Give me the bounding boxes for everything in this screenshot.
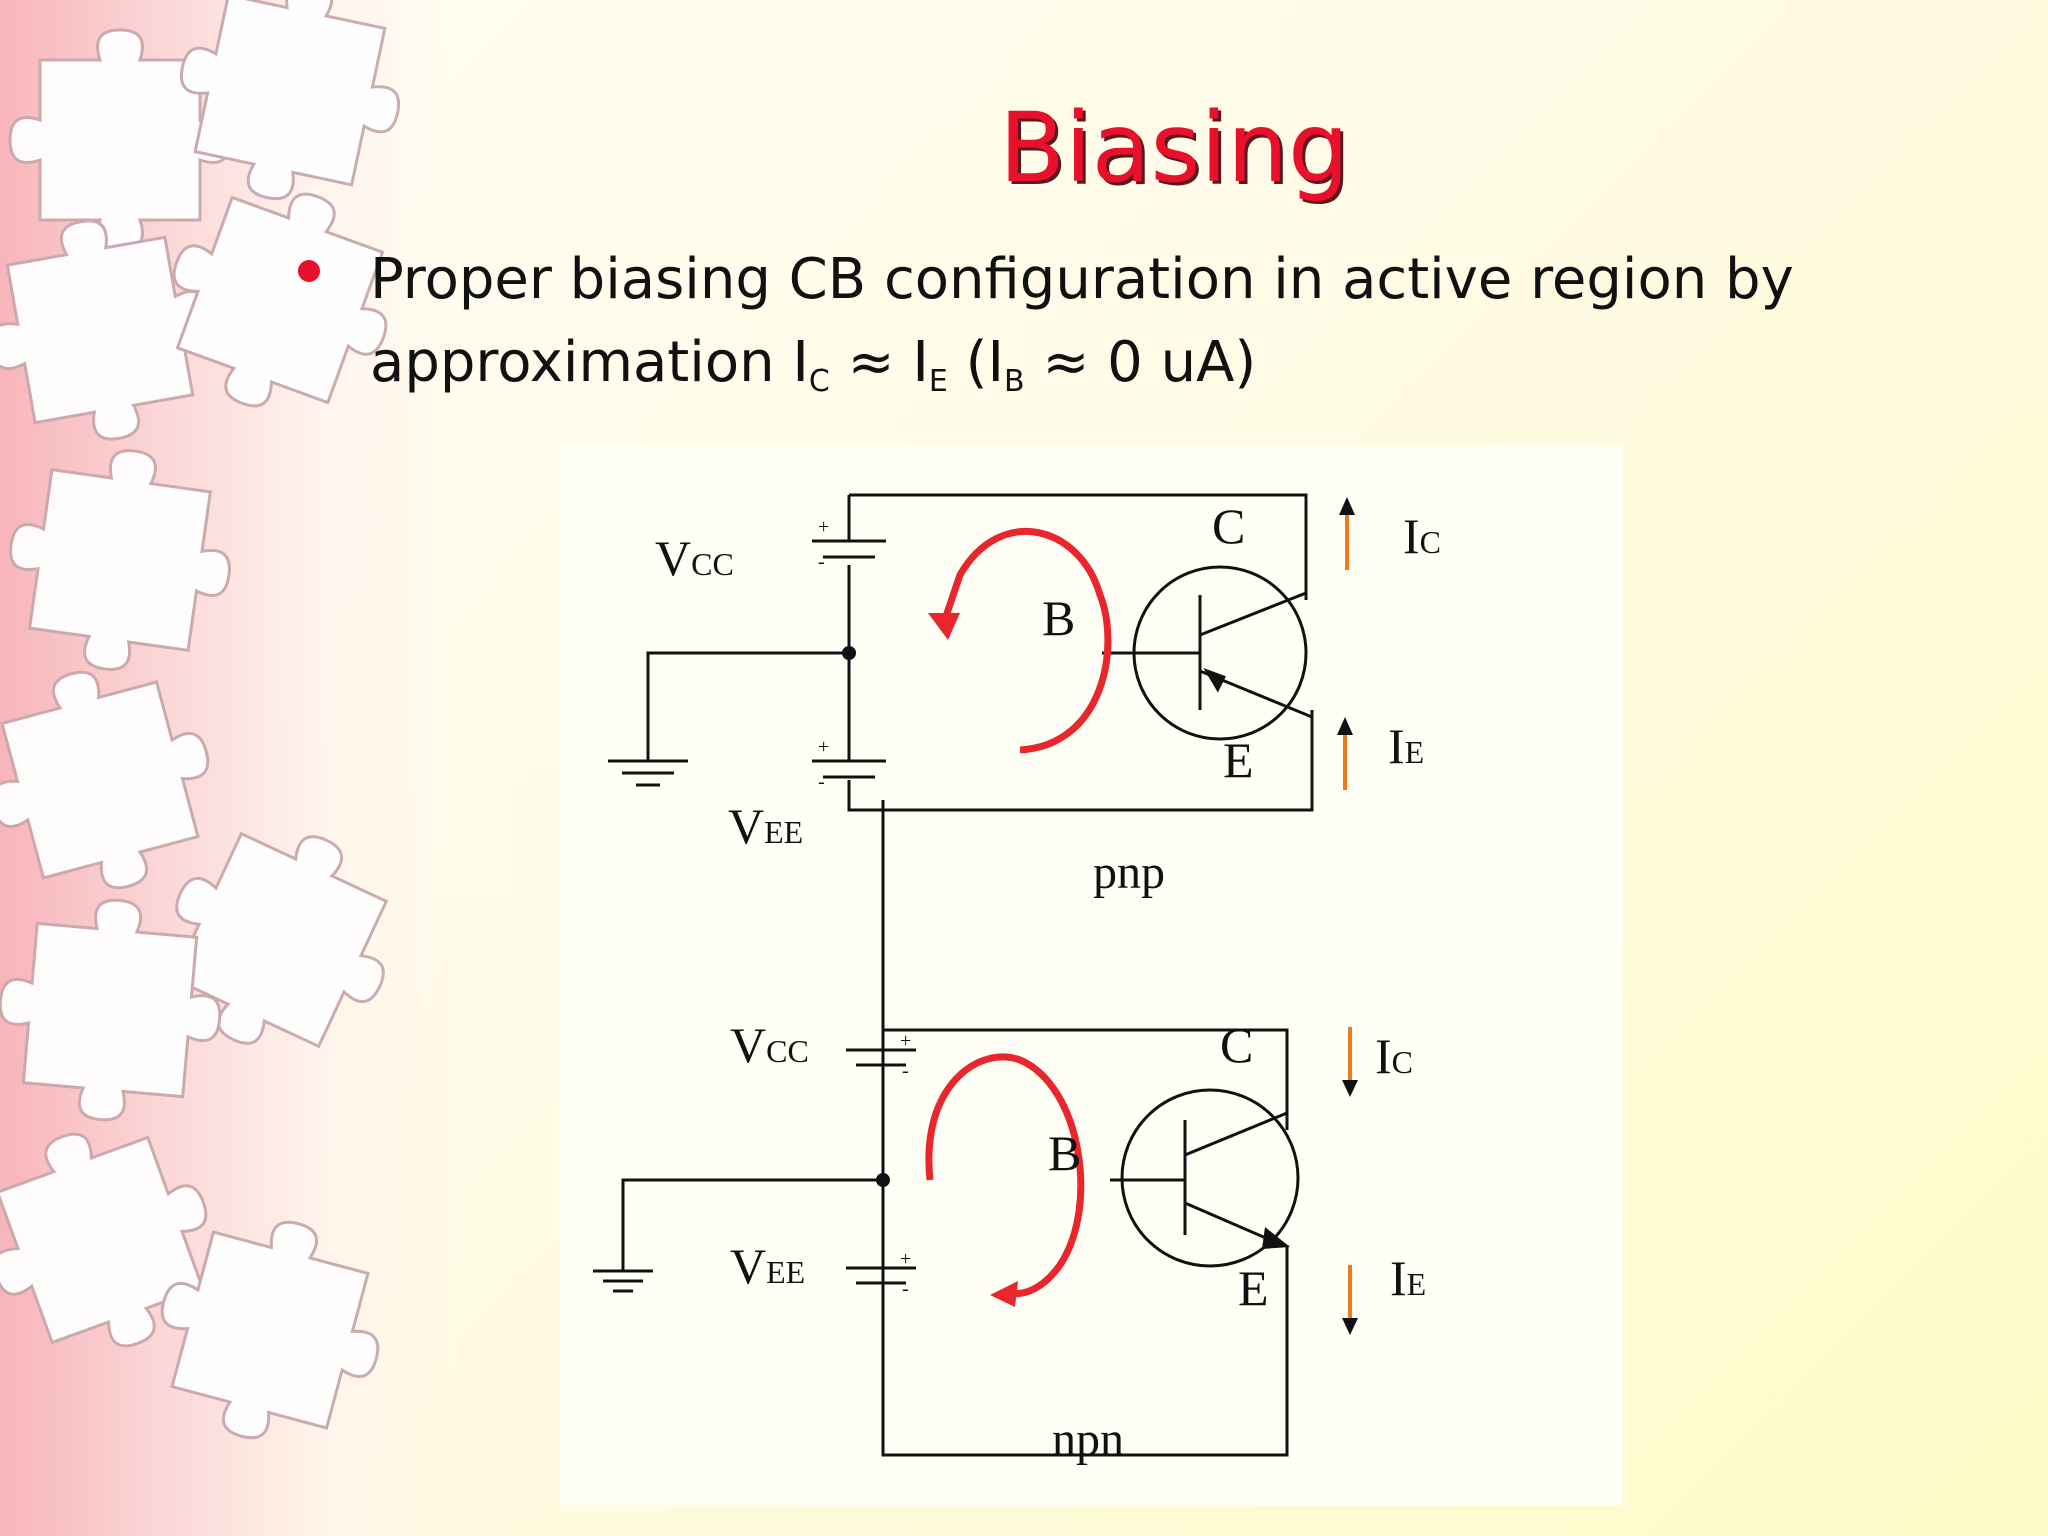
npn-vcc-minus: - xyxy=(902,1060,909,1082)
npn-vee-plus: + xyxy=(900,1248,911,1270)
pnp-emitter-arrow-icon xyxy=(1203,668,1226,693)
pnp-vcc-plus: + xyxy=(818,516,829,538)
npn-ground-wire xyxy=(621,1178,883,1270)
pnp-vcc-minus: - xyxy=(818,551,825,573)
npn-loop-arrow-icon xyxy=(925,1053,1085,1297)
pnp-caption: pnp xyxy=(1093,846,1165,899)
npn-emitter-arrow-icon xyxy=(1262,1227,1290,1249)
pnp-ie-arrowhead-icon xyxy=(1337,717,1353,735)
approx-zero: ≈ 0 uA) xyxy=(1024,330,1257,395)
pnp-circuit xyxy=(608,493,1314,812)
npn-circuit xyxy=(593,800,1300,1457)
pnp-bottom-wire xyxy=(847,710,1314,812)
npn-vcc-plus: + xyxy=(900,1030,911,1052)
paren-ib: (I xyxy=(947,330,1005,395)
bullet-text: Proper biasing CB configuration in activ… xyxy=(370,238,1870,423)
bullet-dot-icon xyxy=(298,260,320,282)
bullet-line-2-prefix: approximation I xyxy=(370,330,809,395)
pnp-vcc-label: VCC xyxy=(655,530,734,586)
circuit-diagrams: + - + - VCC VEE C B E IC IE pnp xyxy=(593,493,1441,1466)
npn-ic-label: IC xyxy=(1375,1028,1413,1084)
pnp-vee-minus: - xyxy=(818,771,825,793)
npn-top-wire xyxy=(883,1028,1289,1130)
npn-ic-arrowhead-icon xyxy=(1342,1080,1358,1097)
pnp-top-wire xyxy=(849,493,1308,600)
puzzle-background-decoration xyxy=(0,0,401,1440)
pnp-e-label: E xyxy=(1223,732,1254,788)
approx-ie: ≈ I xyxy=(829,330,929,395)
npn-b-label: B xyxy=(1048,1125,1081,1181)
ie-subscript: E xyxy=(928,364,948,399)
ib-subscript: B xyxy=(1004,364,1025,399)
pnp-vee-plus: + xyxy=(818,736,829,758)
npn-outer-wire xyxy=(881,1030,1289,1457)
pnp-loop-arrowhead-icon xyxy=(928,613,960,640)
pnp-ic-arrowhead-icon xyxy=(1339,497,1355,515)
npn-transistor-body xyxy=(1120,1088,1300,1268)
pnp-junction-dot xyxy=(842,646,856,660)
pnp-ic-label: IC xyxy=(1403,508,1441,564)
npn-junction-dot xyxy=(876,1173,890,1187)
npn-loop-arrowhead-icon xyxy=(990,1281,1018,1307)
cb-biasing-figure: + - + - VCC VEE C B E IC IE pnp xyxy=(560,445,1623,1505)
ic-subscript: C xyxy=(808,364,830,399)
slide-title: Biasing xyxy=(999,92,1349,204)
npn-ie-arrowhead-icon xyxy=(1342,1318,1358,1335)
pnp-ie-label: IE xyxy=(1388,718,1424,774)
npn-e-label: E xyxy=(1238,1260,1269,1316)
bullet-line-1: Proper biasing CB configuration in activ… xyxy=(370,247,1794,312)
npn-collector-lead xyxy=(1184,1111,1288,1157)
pnp-collector-lead xyxy=(1199,591,1307,637)
npn-vcc-label: VCC xyxy=(730,1017,809,1073)
npn-ie-label: IE xyxy=(1390,1250,1426,1306)
pnp-b-label: B xyxy=(1042,590,1075,646)
npn-caption: npn xyxy=(1052,1413,1124,1466)
npn-c-label: C xyxy=(1220,1017,1253,1073)
pnp-loop-arrow-icon xyxy=(939,527,1112,754)
pnp-ground-wire xyxy=(646,651,849,760)
pnp-c-label: C xyxy=(1212,498,1245,554)
pnp-vee-label: VEE xyxy=(728,798,803,854)
npn-vee-label: VEE xyxy=(730,1238,805,1294)
npn-vee-minus: - xyxy=(902,1278,909,1300)
